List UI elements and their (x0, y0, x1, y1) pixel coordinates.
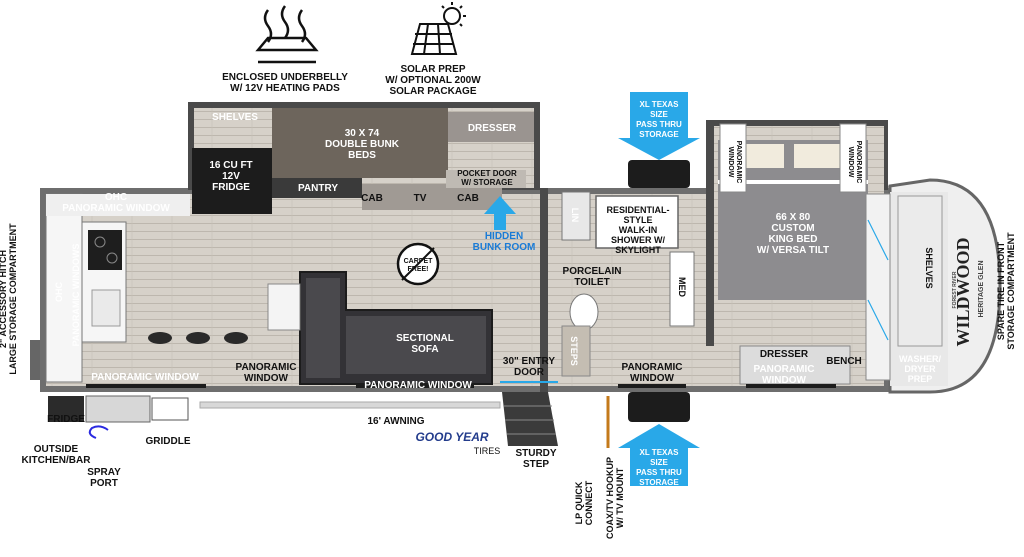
storage-bottom (628, 392, 690, 422)
lp-connect-label: LP QUICK CONNECT (574, 480, 594, 526)
storage-arrows (484, 92, 700, 486)
spare-tire-label: SPARE TIRE IN FRONT STORAGE COMPARTMENT (996, 232, 1016, 350)
fridge-unit (192, 148, 272, 214)
linen-cabinet (561, 191, 591, 241)
goodyear-logo: GOOD YEAR (415, 430, 489, 444)
pan-win-left-label: PANORAMIC WINDOW (91, 372, 199, 383)
sturdy-step (502, 392, 558, 446)
window-bed-left (719, 123, 747, 193)
med-label: MED (677, 277, 687, 297)
cooktop-icon (88, 230, 122, 270)
pocket-door (446, 170, 526, 188)
fridge-label: 16 CU FT 12V FRIDGE (209, 160, 253, 193)
lin-label: LIN (570, 207, 580, 223)
sturdy-step-label: STURDY STEP (515, 448, 557, 470)
washer-label: WASHER/ DRYER PREP (898, 354, 941, 384)
hitch (30, 340, 40, 380)
shelves-top-label: SHELVES (212, 112, 258, 123)
dresser-top (448, 112, 534, 142)
front-shelves (897, 195, 943, 347)
pan-windows-vert-label: PANORAMIC WINDOWS (71, 243, 81, 347)
outside-fridge (48, 396, 84, 422)
griddle (151, 397, 189, 421)
dresser-bed (739, 345, 851, 385)
steps-label: STEPS (569, 336, 579, 366)
sectional-label: SECTIONAL SOFA (396, 333, 454, 355)
brand-small: FOREST RIVER (952, 271, 958, 309)
heating-label: ENCLOSED UNDERBELLY W/ 12V HEATING PADS (222, 72, 348, 94)
toilet-icon (569, 293, 599, 331)
pan-win-mid-label: PANORAMIC WINDOW (235, 362, 297, 384)
side-table (267, 283, 301, 331)
pocket-door-label: POCKET DOOR W/ STORAGE (457, 169, 517, 187)
entry-door-label: 30" ENTRY DOOR (502, 356, 556, 378)
pan-win-bath-label: PANORAMIC WINDOW (621, 362, 683, 384)
tv-label: TV (413, 193, 427, 204)
bed-label: 66 X 80 CUSTOM KING BED W/ VERSA TILT (756, 212, 830, 256)
outside-kitchen-label: OUTSIDE KITCHEN/BAR (21, 444, 91, 466)
pan-win-bed-bottom-label: PANORAMIC WINDOW (753, 364, 815, 386)
walk-in-shower (595, 195, 679, 249)
bunk-beds-label: 30 X 74 DOUBLE BUNK BEDS (325, 128, 399, 161)
bunk-beds (272, 108, 448, 178)
outside-fridge-label: FRIDGE (47, 414, 85, 425)
storage-top-label: XL TEXAS SIZE PASS THRU STORAGE (636, 100, 682, 139)
spray-port-label: SPRAY PORT (87, 467, 121, 489)
steps-unit (561, 325, 591, 377)
pan-win-bed-right-label: PANORAMIC WINDOW (847, 140, 862, 184)
heating-pad-icon (255, 5, 319, 64)
hidden-bunk-label: HIDDEN BUNK ROOM (472, 231, 536, 253)
spray-port-icon (88, 425, 109, 439)
awning-label: 16' AWNING (367, 416, 425, 427)
outside-kitchen (85, 395, 151, 423)
cabinet-tv-strip (362, 184, 502, 210)
medicine-cabinet (669, 251, 695, 327)
window-bed-right (839, 123, 867, 193)
solar-panel-icon (410, 2, 466, 55)
ohc-cabinet (46, 194, 190, 216)
storage-top (628, 160, 690, 188)
cab2-label: CAB (457, 193, 479, 204)
griddle-label: GRIDDLE (145, 436, 191, 447)
dresser-bed-label: DRESSER (759, 349, 809, 360)
bar-stools (148, 332, 248, 344)
brand-sub: HERITAGE GLEN (978, 260, 985, 318)
shower-label: RESIDENTIAL-STYLE WALK-IN SHOWER W/ SKYL… (606, 205, 670, 255)
bench-label: BENCH (826, 356, 862, 367)
pan-win-sofa-label: PANORAMIC WINDOW (364, 380, 472, 391)
hitch-label: 2" ACCESSORY HITCH LARGE STORAGE COMPART… (0, 223, 18, 375)
pan-win-bed-left-label: PANORAMIC WINDOW (727, 140, 742, 184)
sink-icon (91, 289, 121, 327)
rear-counter (45, 193, 83, 383)
cab1-label: CAB (361, 193, 383, 204)
carpet-free-badge (396, 242, 440, 286)
shelves-bed-label: SHELVES (924, 247, 934, 289)
ohc-vert-label: OHC (54, 282, 64, 302)
solar-label: SOLAR PREP W/ OPTIONAL 200W SOLAR PACKAG… (385, 64, 481, 97)
awning (199, 401, 501, 409)
storage-bottom-label: XL TEXAS SIZE PASS THRU STORAGE (636, 448, 682, 487)
tires-label: TIRES (473, 446, 501, 456)
pantry-unit (272, 178, 362, 198)
toilet-label: PORCELAIN TOILET (562, 266, 622, 288)
ohc-window-label: OHC PANORAMIC WINDOW (62, 192, 170, 214)
dresser-top-label: DRESSER (467, 123, 517, 134)
divider-wall (540, 188, 548, 392)
coax-label: COAX/TV HOOKUP W/ TV MOUNT (605, 457, 625, 540)
carpet-free-label: CARPET FREE! (403, 258, 433, 273)
pantry-label: PANTRY (298, 183, 338, 194)
